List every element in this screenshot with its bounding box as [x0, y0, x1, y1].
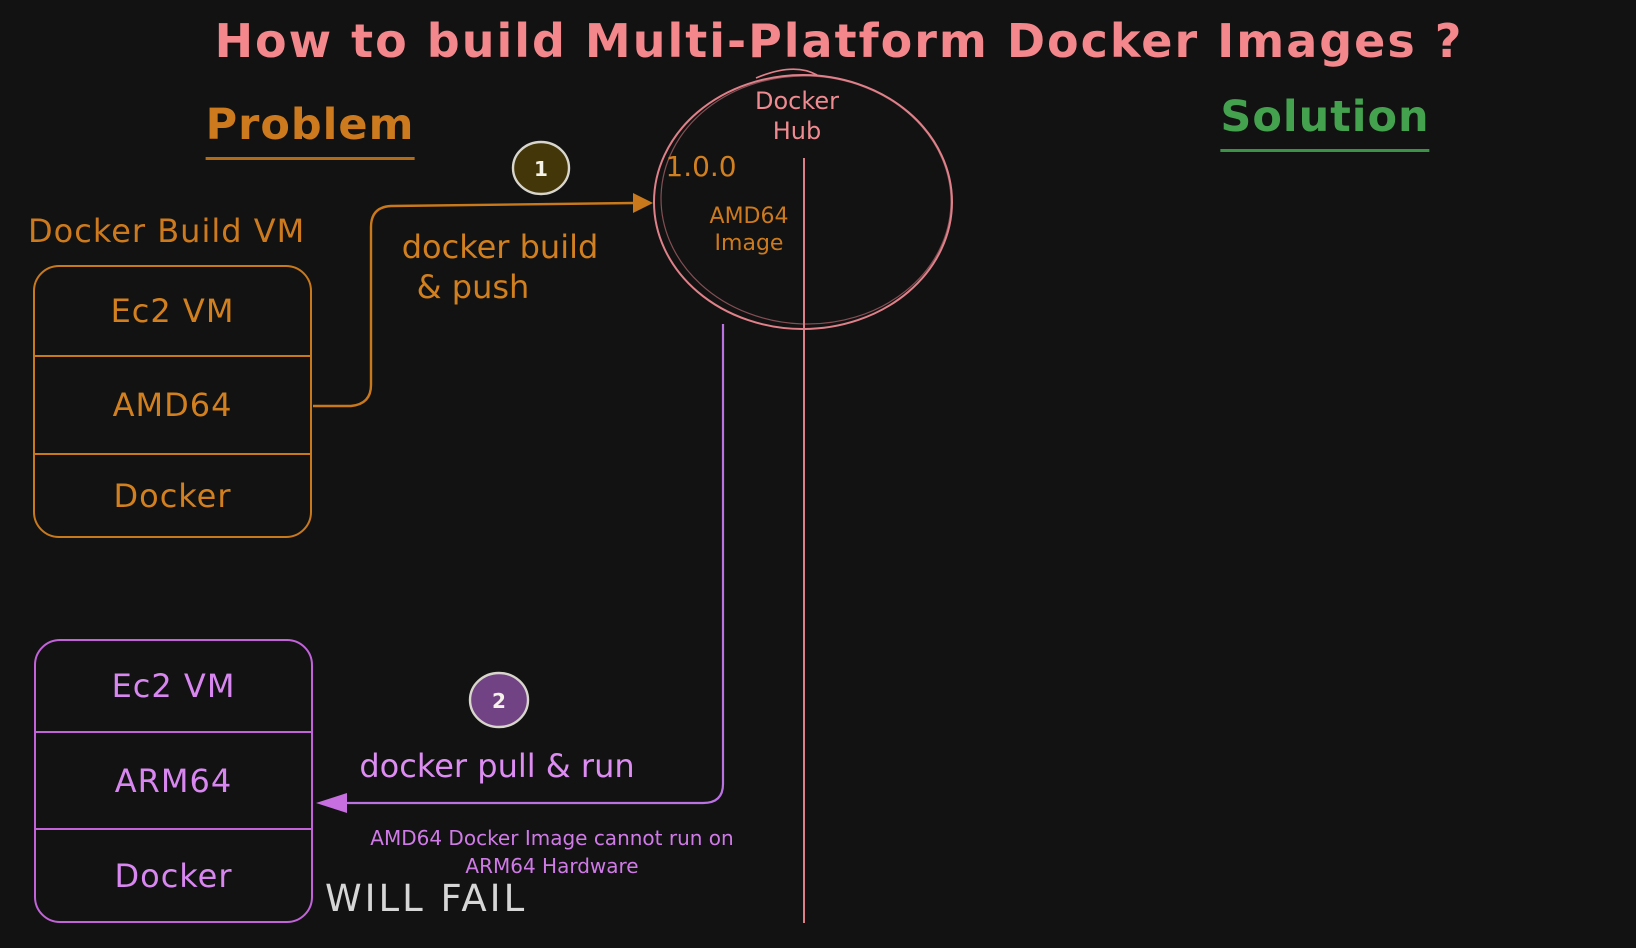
docker-hub-label-line1: Docker	[754, 87, 840, 115]
step-2-number: 2	[492, 689, 506, 713]
hub-image-label: AMD64 Image	[710, 203, 789, 257]
docker-hub-circle-overlap-stroke	[755, 68, 818, 79]
will-fail-text: WILL FAIL	[325, 877, 528, 920]
run-vm-row-arch: ARM64	[36, 731, 311, 828]
build-vm-label: Docker Build VM	[28, 212, 306, 250]
hub-image-label-line2: Image	[714, 231, 784, 256]
pull-run-arrow	[346, 324, 725, 805]
build-vm-row-ec2: Ec2 VM	[110, 292, 235, 330]
build-vm-box: Ec2 VM AMD64 Docker	[33, 265, 312, 538]
fail-note-line1: AMD64 Docker Image cannot run on	[370, 826, 734, 850]
run-vm-row-ec2: Ec2 VM	[111, 667, 236, 705]
build-push-label-line2: & push	[416, 268, 530, 306]
docker-hub-label: Docker Hub	[755, 86, 839, 146]
step-1-badge	[511, 140, 571, 196]
build-push-arrow	[313, 201, 635, 408]
pull-run-label: docker pull & run	[359, 747, 635, 785]
problem-heading: Problem	[205, 100, 415, 160]
hub-version-tag: 1.0.0	[665, 150, 737, 183]
pull-run-arrowhead	[316, 793, 347, 813]
build-push-arrowhead	[633, 193, 653, 213]
build-vm-row-arch: AMD64	[35, 355, 310, 453]
docker-hub-circle-sketch-stroke	[660, 75, 952, 325]
fail-note-line2: ARM64 Hardware	[465, 854, 639, 878]
solution-heading: Solution	[1220, 92, 1430, 152]
page-title: How to build Multi-Platform Docker Image…	[214, 14, 1464, 68]
build-push-label-line1: docker build	[401, 228, 599, 266]
run-vm-row-docker: Docker	[36, 828, 311, 921]
docker-hub-label-line2: Hub	[772, 117, 822, 145]
step-1-number: 1	[534, 157, 548, 181]
fail-note: AMD64 Docker Image cannot run on ARM64 H…	[370, 824, 733, 880]
build-vm-row-docker: Docker	[35, 453, 310, 536]
run-vm-box: Ec2 VM ARM64 Docker	[34, 639, 313, 923]
hub-image-label-line1: AMD64	[709, 204, 789, 229]
step-2-badge	[468, 671, 530, 729]
